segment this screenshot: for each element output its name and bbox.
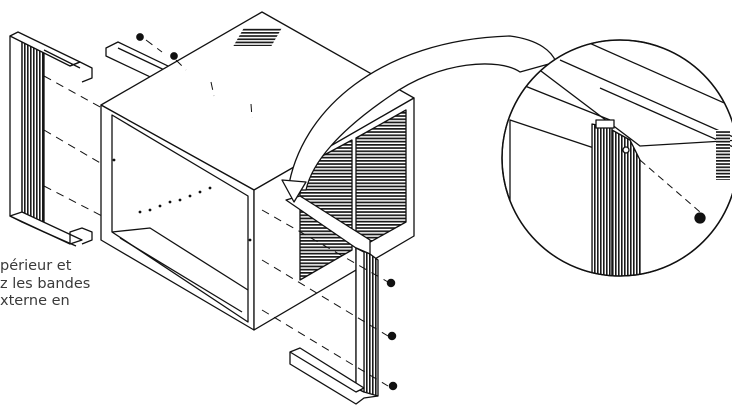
caption-line-2: z les bandes: [0, 275, 91, 292]
guide-lines: [43, 39, 389, 387]
left-side-panel: [9, 31, 93, 247]
side-screw-icons: [386, 278, 398, 391]
instruction-caption: périeur et z les bandes xterne en: [0, 258, 190, 311]
callout-arrow: [287, 35, 557, 191]
front-grille: [299, 109, 407, 281]
caption-line-1: périeur et: [0, 258, 72, 274]
top-vent: [233, 28, 282, 46]
right-side-panel: [285, 195, 379, 405]
caption-line-3: xterne en: [0, 293, 70, 309]
